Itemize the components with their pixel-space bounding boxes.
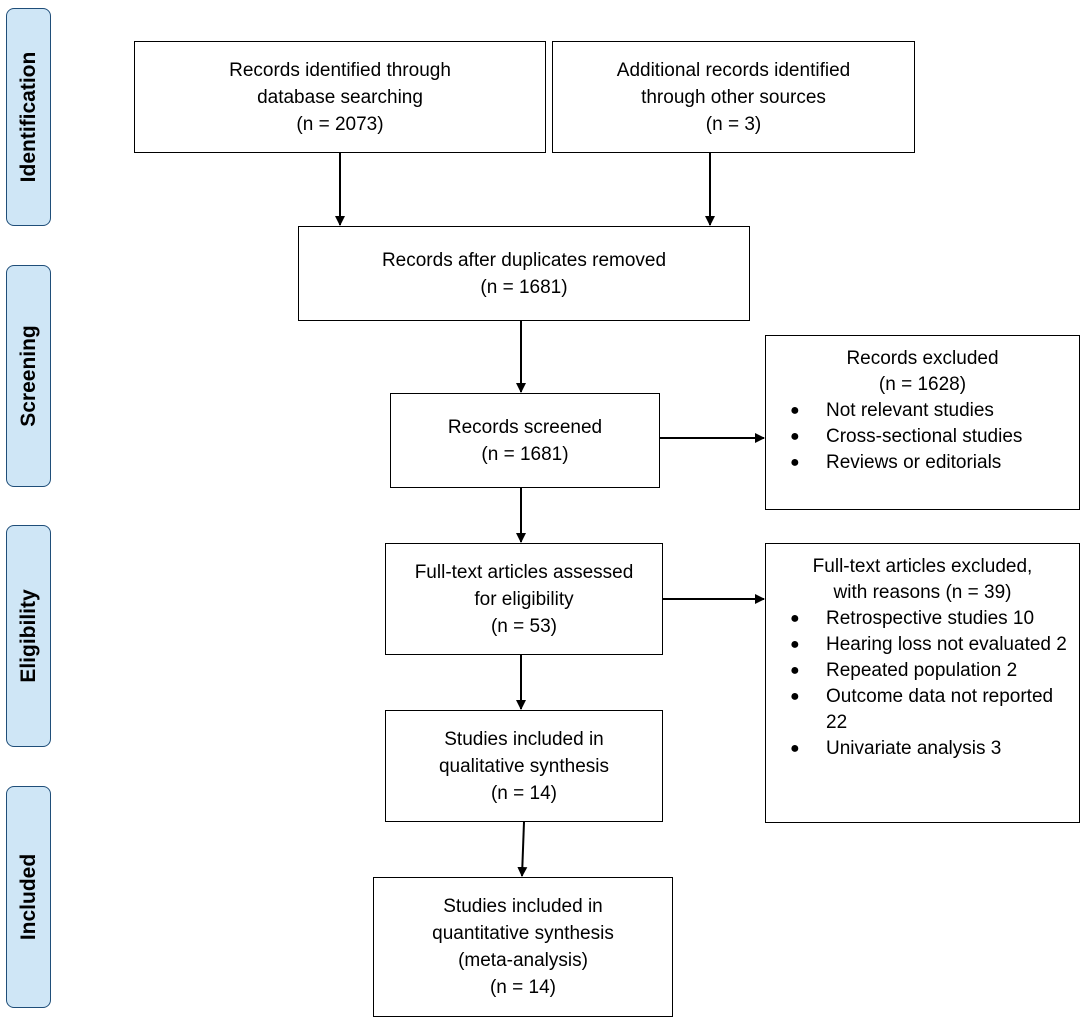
excluded-count: (n = 1628) xyxy=(878,374,967,395)
box-line: Records screened xyxy=(447,416,603,438)
list-item: Not relevant studies xyxy=(776,398,1069,424)
excluded-heading: Records excluded xyxy=(846,348,999,369)
phase-screening: Screening xyxy=(6,265,51,487)
database-records-box: Records identified through database sear… xyxy=(134,41,546,153)
box-line: Full-text articles assessed xyxy=(414,561,634,583)
box-line: (meta-analysis) xyxy=(458,950,588,971)
qualitative-synthesis-box: Studies included in qualitative synthesi… xyxy=(385,710,663,822)
other-sources-box: Additional records identified through ot… xyxy=(552,41,915,153)
arrow-qualitative-to-quantitative xyxy=(517,821,528,877)
excluded-reasons-list: Retrospective studies 10 Hearing loss no… xyxy=(776,606,1069,762)
fulltext-assessed-box: Full-text articles assessed for eligibil… xyxy=(385,543,663,655)
box-line: Records after duplicates removed xyxy=(381,249,667,271)
excluded-count: with reasons (n = 39) xyxy=(833,582,1012,603)
box-line: qualitative synthesis xyxy=(438,755,610,777)
phase-identification: Identification xyxy=(6,8,51,226)
box-line: through other sources xyxy=(641,86,826,108)
records-excluded-box: Records excluded (n = 1628) Not relevant… xyxy=(765,335,1080,510)
duplicates-removed-box: Records after duplicates removed (n = 16… xyxy=(298,226,750,321)
excluded-heading: Full-text articles excluded, xyxy=(812,556,1033,577)
fulltext-excluded-box: Full-text articles excluded, with reason… xyxy=(765,543,1080,823)
records-screened-box: Records screened (n = 1681) xyxy=(390,393,660,488)
list-item: Cross-sectional studies xyxy=(776,424,1069,450)
box-line: for eligibility xyxy=(474,588,574,610)
list-item: Univariate analysis 3 xyxy=(776,736,1069,762)
box-line: (n = 14) xyxy=(490,782,557,804)
list-item: Reviews or editorials xyxy=(776,450,1069,476)
list-item: Repeated population 2 xyxy=(776,658,1069,684)
box-line: Studies included in xyxy=(444,728,604,750)
box-line: (n = 14) xyxy=(489,977,556,998)
box-line: Records identified through xyxy=(229,59,451,81)
excluded-reasons-list: Not relevant studies Cross-sectional stu… xyxy=(776,398,1069,476)
phase-included: Included xyxy=(6,786,51,1008)
box-line: Additional records identified xyxy=(616,59,851,81)
phase-eligibility: Eligibility xyxy=(6,525,51,747)
box-line: (n = 1681) xyxy=(481,443,569,465)
box-line: database searching xyxy=(257,86,423,108)
box-line: Studies included in xyxy=(443,896,603,917)
box-line: (n = 2073) xyxy=(296,113,384,135)
box-line: quantitative synthesis xyxy=(432,923,614,944)
quantitative-synthesis-box: Studies included in quantitative synthes… xyxy=(373,877,673,1017)
list-item: Outcome data not reported 22 xyxy=(776,684,1069,736)
box-line: (n = 1681) xyxy=(480,276,568,298)
list-item: Hearing loss not evaluated 2 xyxy=(776,632,1069,658)
box-line: (n = 3) xyxy=(705,113,762,135)
box-line: (n = 53) xyxy=(490,615,557,637)
list-item: Retrospective studies 10 xyxy=(776,606,1069,632)
